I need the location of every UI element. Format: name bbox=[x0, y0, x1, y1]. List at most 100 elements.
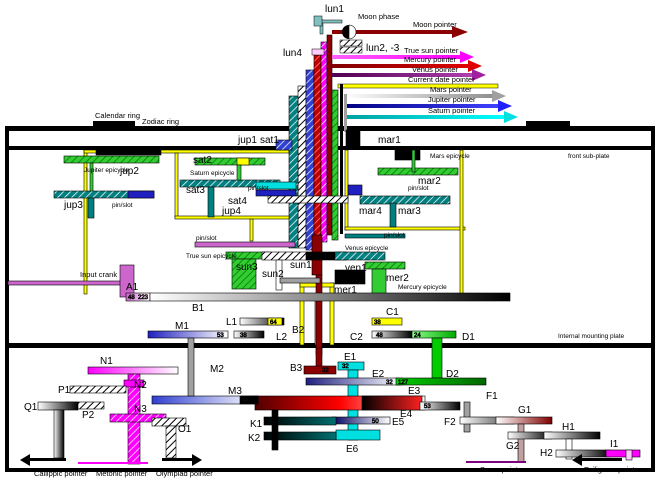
lun4-gear bbox=[311, 48, 325, 56]
mar1-gear bbox=[345, 129, 361, 147]
mar3-gear bbox=[359, 195, 451, 205]
o1-label: O1 bbox=[178, 424, 192, 435]
c1-label: C1 bbox=[386, 307, 399, 318]
sun2-label: sun2 bbox=[262, 269, 284, 280]
jup1-gear bbox=[275, 139, 293, 151]
sat1-label: sat1 bbox=[260, 135, 279, 146]
f2-label: F2 bbox=[444, 417, 456, 428]
k-shaft bbox=[271, 409, 279, 451]
m1-label: M1 bbox=[175, 321, 189, 332]
true-sun-pointer-head bbox=[460, 51, 474, 63]
back-pointers bbox=[20, 454, 622, 466]
zodiac-ring-label: Zodiac ring bbox=[142, 117, 179, 126]
pointer-riser-grey bbox=[344, 94, 347, 132]
g1-label: G1 bbox=[518, 405, 532, 416]
pinslot-arm-magenta bbox=[194, 241, 296, 248]
d2-gear bbox=[395, 377, 487, 386]
jup3-shaft bbox=[87, 197, 95, 219]
jupiter-epicycle-label: Jupiter epicycle bbox=[84, 167, 129, 174]
b3-label: B3 bbox=[290, 363, 303, 374]
sat2-label: sat2 bbox=[193, 155, 212, 166]
k2-gear bbox=[263, 431, 337, 441]
mer2-gear bbox=[364, 261, 406, 270]
mars-pointer-head bbox=[492, 90, 506, 102]
sat3-label: sat3 bbox=[186, 185, 205, 196]
f1-gear bbox=[419, 401, 461, 411]
mars-pointer-label: Mars pointer bbox=[430, 85, 472, 94]
internal-plate-bar bbox=[5, 343, 655, 348]
c2-teeth: 48 bbox=[376, 333, 383, 339]
saturn-epicycle-label: Saturn epicycle bbox=[190, 170, 235, 177]
e2-label: E2 bbox=[372, 369, 385, 380]
jup3-label: jup3 bbox=[63, 200, 83, 211]
calendar-ring-bar bbox=[93, 121, 135, 127]
zodiac-ring-bar bbox=[526, 121, 570, 127]
e1-label: E1 bbox=[344, 352, 357, 363]
sat-pin bbox=[236, 164, 242, 181]
mar-pinslot-label: pin/slot bbox=[408, 185, 429, 192]
mercury-pointer-shaft bbox=[332, 64, 468, 68]
input-crank-label: Input crank bbox=[80, 270, 117, 279]
c2-label: C2 bbox=[350, 332, 363, 343]
l1-label: L1 bbox=[226, 317, 238, 328]
g1-gear bbox=[495, 416, 553, 425]
ven1-gear bbox=[334, 251, 386, 261]
saturn-pointer-head bbox=[504, 111, 518, 123]
lun4-label: lun4 bbox=[283, 48, 302, 59]
n3-label: N3 bbox=[134, 404, 147, 415]
e4-label: E4 bbox=[400, 409, 413, 420]
a1-label: A1 bbox=[126, 282, 139, 293]
pointer-arrows bbox=[311, 15, 518, 234]
olympiad-pointer-label: Olympiad pointer bbox=[156, 469, 213, 478]
l1-teeth: 38 bbox=[240, 333, 247, 339]
mer1-arm bbox=[279, 277, 321, 284]
e6-label: E6 bbox=[346, 444, 359, 455]
metonic-pointer-shaft bbox=[78, 462, 148, 464]
calendar-ring-label: Calendar ring bbox=[95, 111, 140, 120]
h1-gear bbox=[543, 431, 601, 440]
i-shaft bbox=[625, 449, 633, 461]
central-tube-moon bbox=[326, 34, 333, 236]
metonic-pointer-label: Metonic pointer bbox=[96, 469, 148, 478]
mar3-shaft bbox=[389, 202, 397, 228]
callippic-pointer-label: Callippic pointer bbox=[34, 469, 88, 478]
callippic-pointer-shaft bbox=[30, 458, 66, 461]
b2-gear bbox=[267, 317, 283, 326]
central-tube-red bbox=[313, 54, 322, 251]
h-shaft bbox=[565, 438, 573, 460]
olympiad-pointer-head bbox=[192, 454, 202, 466]
jup1-label: jup1 bbox=[237, 135, 257, 146]
exiligmos-pointer-head bbox=[572, 454, 582, 466]
m2-label: M2 bbox=[210, 364, 224, 375]
mar-epicycle-arm bbox=[394, 149, 421, 161]
m3-label: M3 bbox=[228, 386, 242, 397]
current-date-pointer-label: Current date pointer bbox=[408, 75, 475, 84]
mars-epicycle-label: Mars epicycle bbox=[430, 153, 470, 160]
ven1-label: ven1 bbox=[345, 263, 367, 274]
b-main-shaft bbox=[315, 274, 323, 356]
m3-teeth: 96 bbox=[242, 399, 249, 405]
d-shaft bbox=[431, 337, 443, 379]
jupiter-pointer-shaft bbox=[344, 104, 498, 108]
central-tube-teal bbox=[288, 95, 299, 249]
mer2-label: mer2 bbox=[386, 273, 409, 284]
yellow-bar-right-low bbox=[344, 226, 466, 231]
mer1-gear bbox=[334, 269, 366, 285]
central-tube-magenta bbox=[320, 41, 328, 243]
true-sun-pointer-shaft bbox=[332, 55, 460, 59]
lun1-label: lun1 bbox=[325, 4, 344, 15]
central-tube-black bbox=[297, 85, 307, 249]
sat-pinslot-label: pin/slot bbox=[248, 185, 269, 192]
c1-gear bbox=[371, 317, 403, 326]
d2-teeth: 127 bbox=[398, 380, 409, 386]
front-subplate-label: front sub-plate bbox=[568, 153, 610, 160]
exiligmos-pointer-label: Exiligmos pointer bbox=[584, 465, 642, 474]
moon-phase-label: Moon phase bbox=[358, 12, 399, 21]
e2-teeth: 32 bbox=[386, 380, 393, 386]
venus-pointer-shaft bbox=[332, 73, 472, 77]
sun2-gear bbox=[261, 251, 313, 261]
sun-pinslot-label: pin/slot bbox=[196, 235, 217, 242]
jup2-label: jup2 bbox=[119, 166, 139, 177]
b2-teeth: 64 bbox=[270, 320, 277, 326]
jup-pinslot-label: pin/slot bbox=[112, 202, 133, 209]
